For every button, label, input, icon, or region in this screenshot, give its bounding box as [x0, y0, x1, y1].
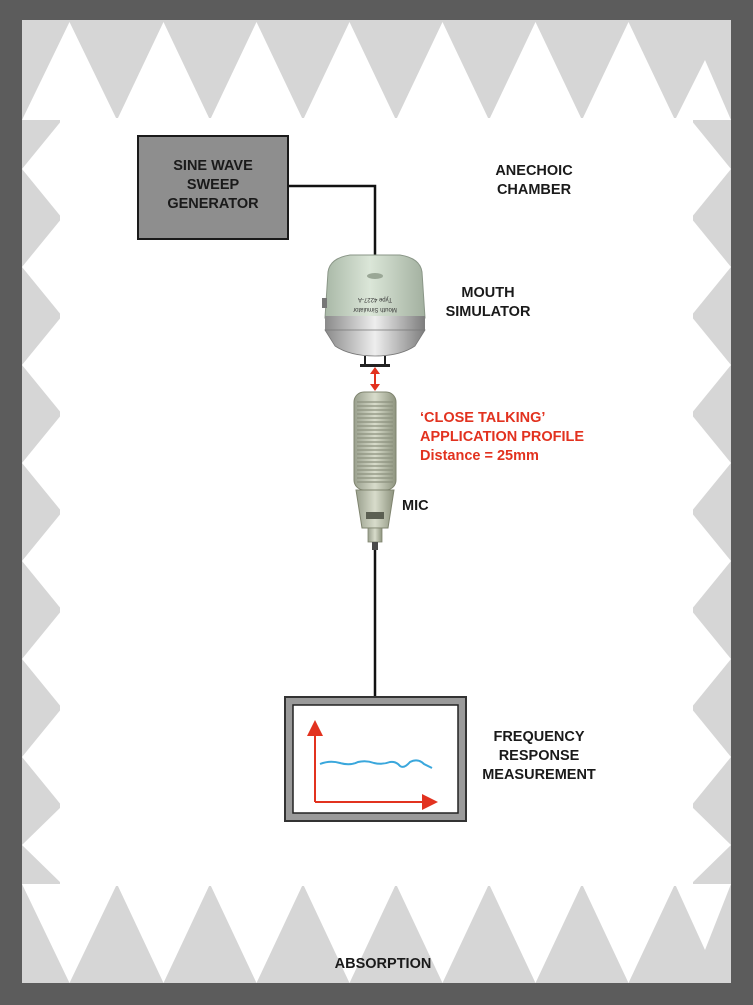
- left-wedge: [22, 708, 62, 806]
- left-wedge: [22, 512, 62, 610]
- chamber-label-line1: ANECHOIC: [495, 163, 573, 179]
- left-wedge: [22, 806, 62, 884]
- absorption-label: ABSORPTION: [334, 956, 432, 972]
- left-wedge: [22, 218, 62, 316]
- top-wedge: [210, 22, 303, 120]
- monitor-with-graph-icon: [284, 696, 467, 822]
- right-wedge: [691, 512, 731, 610]
- application-profile-label: ‘CLOSE TALKING’ APPLICATION PROFILE Dist…: [420, 409, 584, 466]
- mouth-sim-marking-2: Type 4227-A: [358, 296, 392, 302]
- top-wedge: [117, 22, 210, 120]
- mouth-simulator-label: MOUTH SIMULATOR: [436, 284, 540, 322]
- mouth-simulator-device-icon: Mouth Simulator Type 4227-A: [322, 254, 426, 367]
- measurement-label-line3: MEASUREMENT: [482, 767, 596, 783]
- left-wedge: [22, 610, 62, 708]
- chamber-label: ANECHOIC CHAMBER: [486, 162, 582, 200]
- right-wedge: [691, 316, 731, 414]
- top-wedge: [303, 22, 396, 120]
- left-wedge: [22, 120, 62, 218]
- generator-label-line2: SWEEP: [186, 177, 240, 193]
- bottom-wedge: [210, 884, 303, 983]
- mouth-label-line2: SIMULATOR: [445, 304, 531, 320]
- generator-label-line3: GENERATOR: [167, 196, 259, 212]
- left-wedge: [22, 414, 62, 512]
- sine-wave-generator-box: [137, 135, 289, 240]
- generator-label-line1: SINE WAVE: [173, 158, 253, 174]
- right-wedge: [691, 120, 731, 218]
- microphone-icon: [353, 391, 397, 550]
- bottom-wedge: [117, 884, 210, 983]
- mic-label: MIC: [402, 498, 429, 514]
- measurement-label-line2: RESPONSE: [498, 748, 580, 764]
- profile-label-line1: ‘CLOSE TALKING’: [420, 410, 546, 426]
- mouth-label-line1: MOUTH: [461, 285, 515, 301]
- bottom-wedge: [582, 884, 675, 983]
- frequency-response-curve: [319, 759, 433, 769]
- bottom-wedge: [489, 884, 582, 983]
- generator-cable: [289, 184, 377, 262]
- mouth-sim-marking-1: Mouth Simulator: [353, 306, 397, 312]
- generator-label: SINE WAVE SWEEP GENERATOR: [137, 157, 289, 214]
- right-wedge: [691, 806, 731, 884]
- top-wedge: [675, 60, 731, 120]
- right-wedge: [691, 218, 731, 316]
- right-wedge: [691, 414, 731, 512]
- top-wedge: [582, 22, 675, 120]
- right-wedge: [691, 708, 731, 806]
- right-wedge: [691, 610, 731, 708]
- chamber-label-line2: CHAMBER: [496, 182, 572, 198]
- bottom-wedge: [675, 884, 731, 950]
- distance-arrow-icon: [370, 367, 380, 391]
- top-wedge: [489, 22, 582, 120]
- measurement-label-line1: FREQUENCY: [493, 729, 585, 745]
- bottom-wedge: [22, 884, 117, 983]
- profile-label-line3: Distance = 25mm: [420, 448, 539, 464]
- top-wedge: [396, 22, 489, 120]
- left-wedge: [22, 316, 62, 414]
- bottom-wedge: [303, 884, 396, 983]
- top-wedge: [22, 22, 117, 120]
- bottom-wedge: [396, 884, 489, 983]
- measurement-label: FREQUENCY RESPONSE MEASUREMENT: [468, 728, 610, 785]
- profile-label-line2: APPLICATION PROFILE: [420, 429, 585, 445]
